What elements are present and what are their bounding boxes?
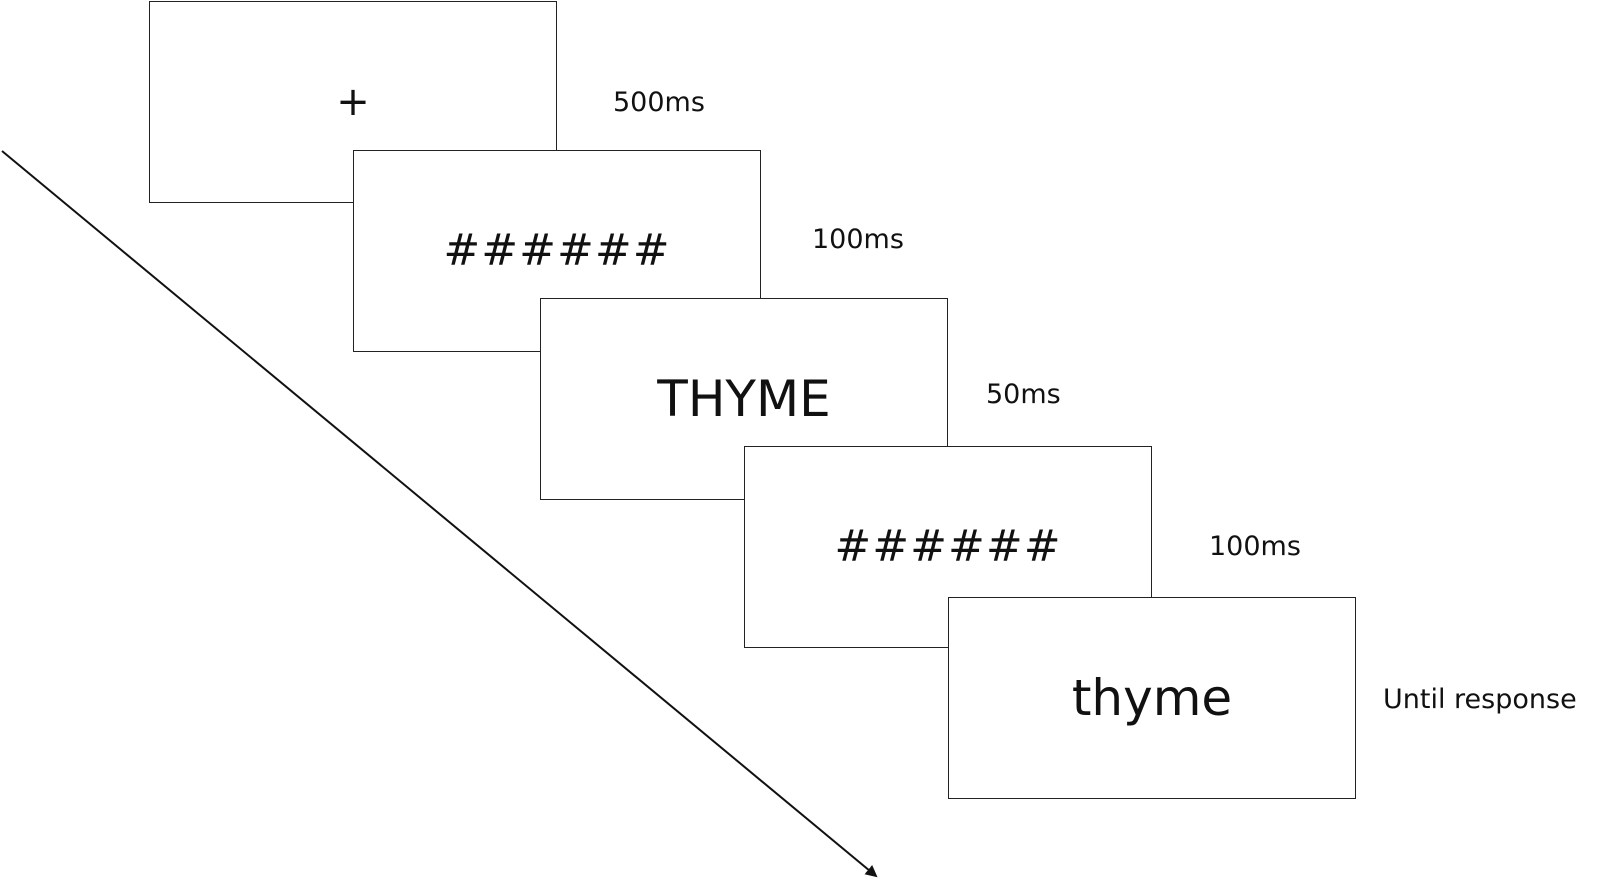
time-arrow-line [1, 150, 878, 878]
fixation-cross: + [336, 79, 370, 125]
frame-target: thyme [948, 597, 1356, 799]
prime-stimulus: THYME [657, 370, 831, 428]
duration-label-fixation: 500ms [613, 87, 705, 118]
duration-label-backward-mask: 100ms [1209, 531, 1301, 562]
target-stimulus: thyme [1071, 669, 1233, 727]
forward-mask-stimulus: ###### [443, 225, 671, 276]
backward-mask-stimulus: ###### [834, 521, 1062, 572]
duration-label-prime: 50ms [986, 379, 1061, 410]
duration-label-target: Until response [1383, 684, 1577, 715]
duration-label-forward-mask: 100ms [812, 224, 904, 255]
